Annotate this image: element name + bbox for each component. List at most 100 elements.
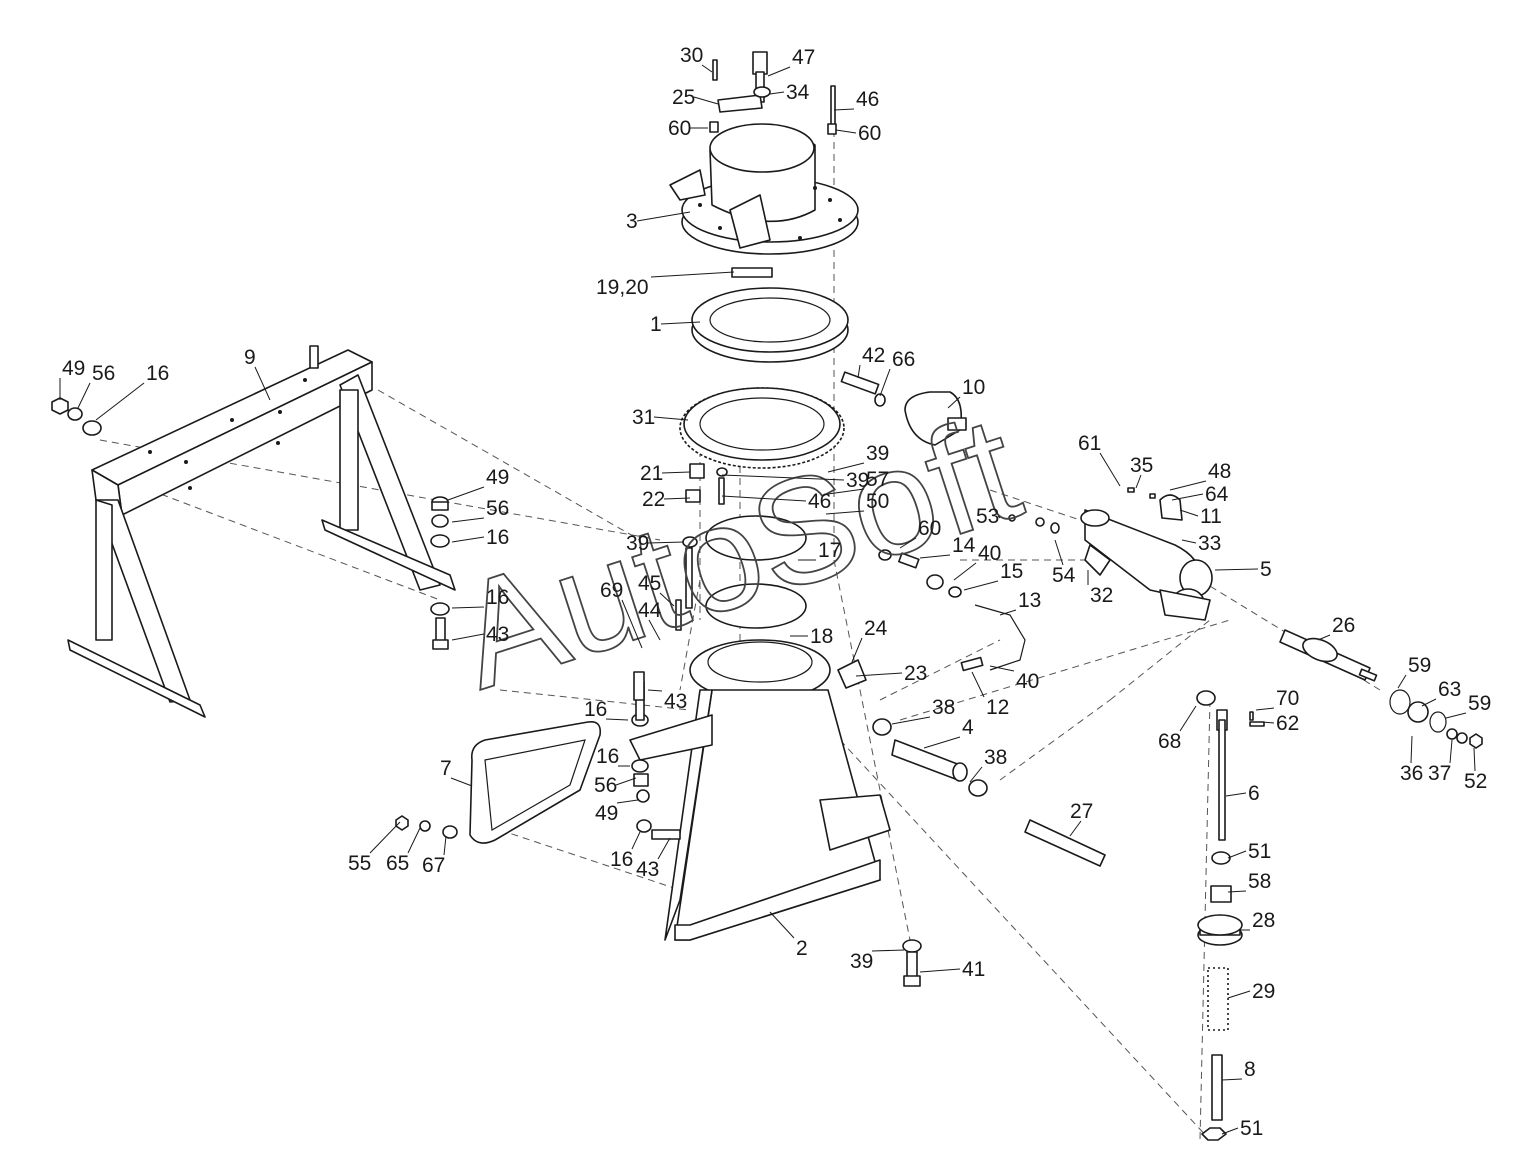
plate-part-19-20 bbox=[731, 267, 773, 278]
part-callout: 16 bbox=[610, 848, 633, 871]
leader-line bbox=[769, 911, 795, 939]
part-callout: 63 bbox=[1438, 678, 1461, 701]
leader-line bbox=[407, 827, 421, 854]
part-callout: 18 bbox=[810, 625, 833, 648]
part-callout: 59 bbox=[1468, 692, 1491, 715]
leader-line bbox=[1261, 721, 1275, 724]
frame-part-9 bbox=[67, 345, 456, 718]
leader-line bbox=[769, 91, 785, 95]
part-callout: 60 bbox=[858, 122, 881, 145]
leader-line bbox=[969, 766, 983, 783]
leader-line bbox=[1227, 990, 1251, 999]
leader-line bbox=[879, 368, 891, 397]
part-callout: 22 bbox=[642, 488, 665, 511]
part-callout: 41 bbox=[962, 958, 985, 981]
part-callout: 56 bbox=[486, 497, 509, 520]
part-callout: 62 bbox=[1276, 712, 1299, 735]
part-callout: 30 bbox=[680, 44, 703, 67]
part-callout: 66 bbox=[892, 348, 915, 371]
motor-part-10 bbox=[840, 371, 967, 446]
leader-line bbox=[1179, 705, 1197, 732]
leader-line bbox=[1171, 493, 1204, 501]
part-callout: 25 bbox=[672, 86, 695, 109]
part-callout: 38 bbox=[984, 746, 1007, 769]
leader-line bbox=[767, 66, 791, 77]
part-callout: 48 bbox=[1208, 460, 1231, 483]
gear-ring-part-31 bbox=[679, 387, 845, 469]
part-callout: 16 bbox=[584, 698, 607, 721]
part-callout: 12 bbox=[986, 696, 1009, 719]
leader-line bbox=[447, 486, 485, 501]
leader-line bbox=[1054, 539, 1064, 566]
leader-line bbox=[855, 672, 903, 677]
part-callout: 61 bbox=[1078, 432, 1101, 455]
leader-line bbox=[1317, 634, 1331, 641]
leader-line bbox=[999, 609, 1017, 616]
leader-line bbox=[1445, 712, 1467, 719]
leader-lines bbox=[59, 64, 1476, 1135]
leader-line bbox=[1221, 1127, 1239, 1135]
part-callout: 70 bbox=[1276, 687, 1299, 710]
part-callout: 44 bbox=[638, 599, 662, 622]
leader-line bbox=[451, 606, 485, 609]
cover-plate-part-7 bbox=[469, 720, 602, 844]
leader-line bbox=[701, 64, 713, 73]
part-callout: 33 bbox=[1198, 532, 1221, 555]
part-callout: 59 bbox=[1408, 654, 1431, 677]
part-callout: 47 bbox=[792, 46, 815, 69]
disc-part-17 bbox=[705, 515, 807, 561]
bolts-part-43 bbox=[633, 671, 645, 701]
leader-line bbox=[1169, 480, 1207, 491]
part-callout: 49 bbox=[486, 466, 509, 489]
leader-line bbox=[919, 968, 961, 973]
leader-line bbox=[1225, 792, 1247, 797]
leader-line bbox=[653, 416, 689, 421]
bracket-part-23-24 bbox=[837, 659, 867, 689]
bolt-part-27 bbox=[1024, 819, 1106, 867]
bolt-part-41 bbox=[902, 939, 922, 987]
leader-line bbox=[971, 671, 985, 698]
leader-line bbox=[616, 799, 639, 804]
leader-line bbox=[1179, 509, 1199, 517]
leader-line bbox=[647, 689, 663, 692]
leader-line bbox=[648, 619, 661, 641]
leader-line bbox=[615, 777, 637, 786]
part-callout: 14 bbox=[952, 534, 976, 557]
fitting-parts bbox=[878, 549, 1026, 672]
leader-line bbox=[899, 537, 917, 549]
end-fasteners bbox=[1389, 689, 1483, 749]
leader-line bbox=[369, 821, 401, 854]
fasteners-right bbox=[1008, 487, 1156, 534]
part-callout: 15 bbox=[1000, 560, 1023, 583]
part-callout: 32 bbox=[1090, 584, 1113, 607]
part-callout: 39 bbox=[866, 442, 889, 465]
leader-line bbox=[254, 366, 271, 401]
part-callout: 13 bbox=[1018, 589, 1041, 612]
part-callout: 6 bbox=[1248, 782, 1260, 805]
part-callout: 43 bbox=[636, 858, 659, 881]
part-callout: 21 bbox=[640, 462, 663, 485]
leader-line bbox=[1099, 452, 1121, 487]
part-callout: 4 bbox=[962, 716, 974, 739]
leader-line bbox=[857, 364, 861, 379]
part-callout: 2 bbox=[796, 937, 808, 960]
leader-line bbox=[963, 580, 999, 591]
leader-line bbox=[1255, 707, 1275, 711]
leader-line bbox=[693, 96, 719, 105]
leader-line bbox=[660, 321, 701, 325]
part-callout: 11 bbox=[1200, 505, 1222, 528]
part-callout: 42 bbox=[862, 344, 885, 367]
part-callout: 53 bbox=[976, 505, 999, 528]
part-callout: 5 bbox=[1260, 558, 1272, 581]
part-callout: 10 bbox=[962, 376, 985, 399]
part-callout: 16 bbox=[146, 362, 169, 385]
leader-line bbox=[657, 837, 671, 860]
assembly-lines bbox=[99, 130, 1381, 1141]
housing-part-5 bbox=[1080, 494, 1213, 621]
part-callout: 16 bbox=[486, 586, 509, 609]
part-callout: 23 bbox=[904, 662, 927, 685]
leader-line bbox=[919, 554, 951, 559]
part-callout: 52 bbox=[1464, 770, 1487, 793]
